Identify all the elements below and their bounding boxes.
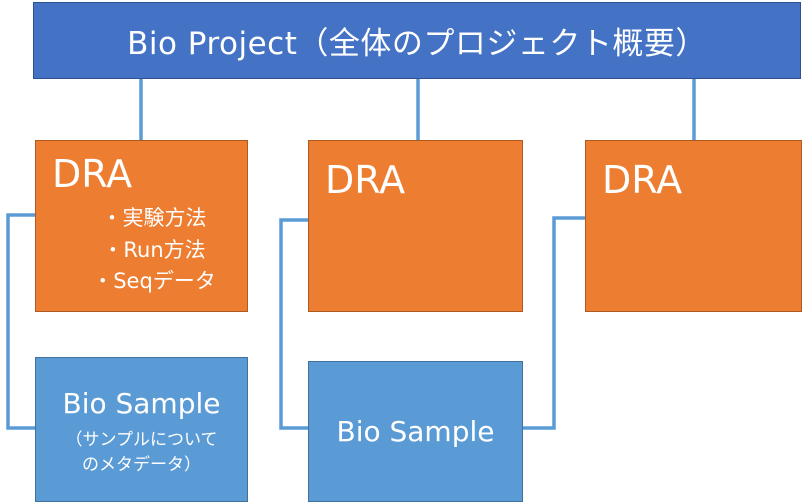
dra-box-1: DRA ・実験方法 ・Run方法 ・Seqデータ [35, 140, 248, 312]
bio-project-label: Bio Project（全体のプロジェクト概要） [127, 26, 707, 62]
bio-sample-title: Bio Sample [336, 415, 495, 448]
dra-title: DRA [602, 158, 683, 202]
dra-box-2: DRA [308, 140, 523, 312]
bio-sample-note: （サンプルについて のメタデータ） [36, 428, 247, 477]
dra-box-3: DRA [585, 140, 802, 312]
bio-sample-title: Bio Sample [62, 387, 221, 420]
dra-item: ・Run方法 [102, 237, 206, 262]
dra-title: DRA [52, 152, 133, 196]
bio-sample-note-line: のメタデータ） [82, 454, 201, 475]
bio-sample-box-2: Bio Sample [308, 361, 523, 502]
dra-item: ・Seqデータ [92, 269, 216, 293]
dra-item: ・実験方法 [101, 206, 207, 230]
bio-sample-box-1: Bio Sample （サンプルについて のメタデータ） [35, 357, 248, 502]
dra-item-list: ・実験方法 ・Run方法 ・Seqデータ [74, 203, 234, 298]
bio-sample-note-line: （サンプルについて [65, 430, 218, 450]
dra-title: DRA [325, 158, 406, 202]
bio-project-box: Bio Project（全体のプロジェクト概要） [33, 2, 801, 79]
